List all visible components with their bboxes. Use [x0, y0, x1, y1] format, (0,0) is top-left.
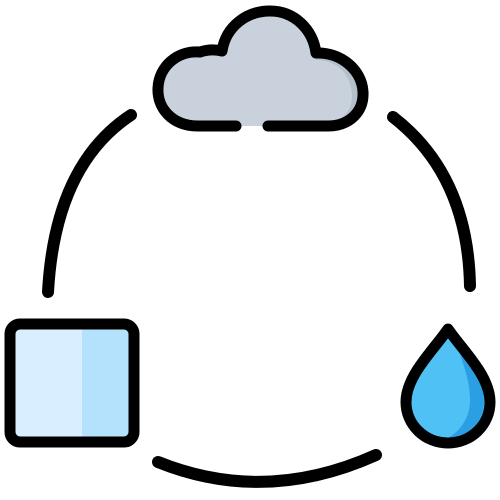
- arc-left: [42, 109, 137, 298]
- ice-cube-icon: [4, 318, 140, 448]
- raindrop-outline: [400, 323, 496, 449]
- ice-cube-outline: [4, 318, 140, 448]
- raindrop-icon: [400, 323, 496, 449]
- cycle-arrows: [42, 109, 476, 488]
- cloud-outline: [152, 5, 369, 132]
- ice-cube-shade: [82, 324, 134, 442]
- raindrop-shade: [448, 340, 484, 438]
- cloud-icon: [152, 5, 369, 132]
- cloud-body: [157, 11, 364, 126]
- arc-bottom: [152, 449, 382, 488]
- arc-right: [387, 111, 476, 292]
